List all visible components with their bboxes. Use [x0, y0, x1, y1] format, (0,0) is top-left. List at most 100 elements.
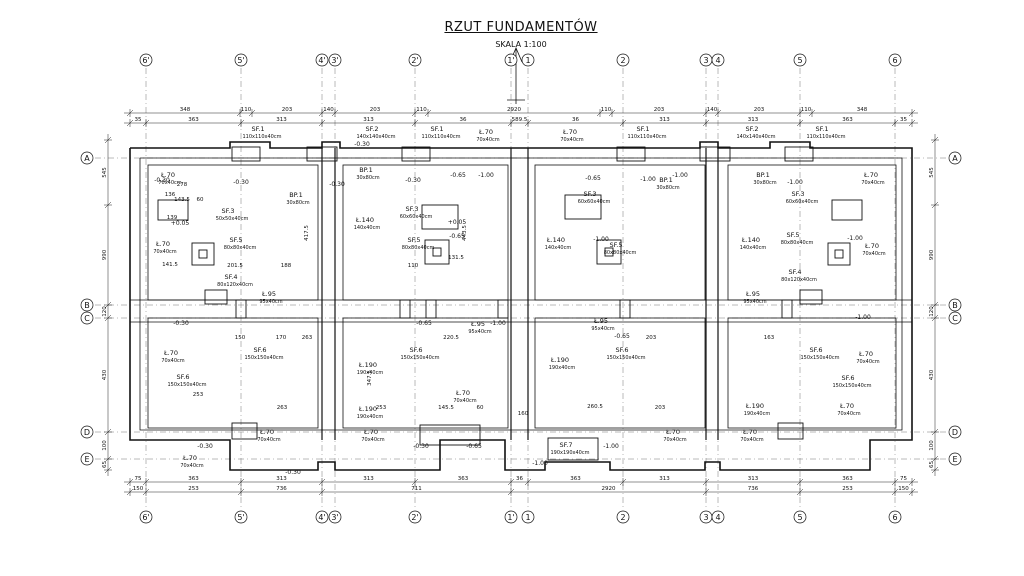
dimension-value: 2920	[602, 486, 616, 492]
footing-size: 150x150x40cm	[168, 382, 207, 388]
footing-size: 80x120x40cm	[217, 282, 253, 288]
dimension-value: 313	[748, 476, 759, 482]
axis-bubble	[616, 53, 630, 67]
axis-bubble	[504, 53, 518, 67]
axis-label-col: 1'	[507, 513, 514, 522]
axis-bubble	[948, 311, 962, 325]
footing-label: SF.7	[559, 441, 572, 449]
axis-label-row: A	[84, 154, 90, 163]
footing-pad	[231, 422, 258, 440]
axis-label-col: 2'	[411, 513, 418, 522]
footing-label: SF.3	[405, 205, 418, 213]
strip-label: Ł.190	[550, 356, 569, 364]
dimension-value: 203	[282, 107, 293, 113]
axis-bubble	[80, 298, 94, 312]
strip-label: BP.1	[289, 191, 303, 199]
axis-label-col: 6	[892, 513, 897, 522]
footing-pad	[799, 289, 823, 305]
axis-bubble	[948, 151, 962, 165]
dimension-value: 363	[570, 476, 581, 482]
footing-label: SF.6	[253, 346, 266, 354]
dimension-value: 990	[102, 249, 108, 260]
strip-label: Ł.70	[665, 428, 680, 436]
level-mark: +0.05	[448, 219, 467, 226]
footing-pad	[831, 199, 863, 221]
interior-dimension: 170	[276, 335, 287, 341]
footing-size: 80x80x40cm	[604, 250, 637, 256]
interior-dimension: 143.5	[174, 197, 190, 203]
footing-pad	[827, 242, 851, 266]
strip-label: BP.1	[659, 176, 673, 184]
axis-bubble	[793, 510, 807, 524]
interior-dimension: 253	[193, 392, 204, 398]
axis-label-row: A	[952, 154, 958, 163]
dimension-value: 140	[323, 107, 334, 113]
level-mark: -0.65	[585, 175, 601, 182]
dimension-value: 75	[135, 476, 142, 482]
level-mark: -1.00	[855, 314, 871, 321]
strip-label: Ł.70	[163, 349, 178, 357]
axis-bubble	[139, 510, 153, 524]
strip-label: Ł.70	[363, 428, 378, 436]
strip-size: 70x40cm	[180, 463, 203, 469]
strip-size: 30x80cm	[656, 185, 679, 191]
axis-label-col: 4	[715, 56, 720, 65]
footing-pad	[619, 299, 631, 319]
footing-label: SF.6	[176, 373, 189, 381]
strip-size: 140x40cm	[740, 245, 767, 251]
axis-label-col: 1	[525, 56, 530, 65]
interior-dimension: 60	[477, 405, 484, 411]
axis-bubble	[521, 510, 535, 524]
dimension-value: 150	[133, 486, 144, 492]
strip-size: 95x40cm	[468, 329, 491, 335]
dimension-value: 313	[363, 476, 374, 482]
footing-pad	[235, 299, 247, 319]
interior-dimension: 203	[655, 405, 666, 411]
footing-size: 50x50x40cm	[216, 216, 249, 222]
interior-dimension: 263	[302, 335, 313, 341]
level-mark: -0.65	[450, 172, 466, 179]
dimension-value: 313	[276, 117, 287, 123]
axis-label-col: 6'	[142, 56, 149, 65]
strip-size: 30x80cm	[286, 200, 309, 206]
interior-dimension: 443.5	[462, 225, 468, 241]
dimension-value: 65	[102, 461, 108, 468]
dimension-value: 313	[276, 476, 287, 482]
interior-dimension: 203	[646, 335, 657, 341]
level-mark: -0.30	[354, 141, 370, 148]
axis-bubble	[504, 510, 518, 524]
strip-size: 70x40cm	[158, 180, 181, 186]
interior-dimension: 253	[376, 405, 387, 411]
axis-label-col: 1	[525, 513, 530, 522]
footing-size: 190x190x40cm	[551, 450, 590, 456]
dimension-value: 36	[572, 117, 579, 123]
footing-pad	[204, 289, 228, 305]
dimension-value: 348	[180, 107, 191, 113]
dimension-value: 736	[748, 486, 759, 492]
strip-size: 70x40cm	[161, 358, 184, 364]
level-mark: -0.30	[233, 179, 249, 186]
dimension-value: 313	[363, 117, 374, 123]
axis-bubble	[521, 53, 535, 67]
footing-pad	[401, 146, 431, 162]
strip-label: Ł.95	[745, 290, 760, 298]
strip-size: 70x40cm	[453, 398, 476, 404]
level-mark: -0.65	[449, 233, 465, 240]
footing-size: 110x110x40cm	[422, 134, 461, 140]
interior-dimension: 278	[177, 182, 188, 188]
axis-label-col: 2	[620, 513, 625, 522]
dimension-value: 363	[188, 117, 199, 123]
axis-bubble	[948, 452, 962, 466]
column-square	[432, 247, 442, 257]
dimension-value: 110	[601, 107, 612, 113]
interior-dimension: 160	[518, 411, 529, 417]
footing-size: 60x60x40cm	[578, 199, 611, 205]
dimension-value: 363	[188, 476, 199, 482]
footing-pad	[596, 239, 622, 265]
axis-bubble	[711, 510, 725, 524]
dimension-value: 100	[929, 440, 935, 451]
level-mark: -1.00	[532, 460, 548, 467]
footing-label: SF.2	[745, 125, 758, 133]
footing-pad	[781, 299, 793, 319]
